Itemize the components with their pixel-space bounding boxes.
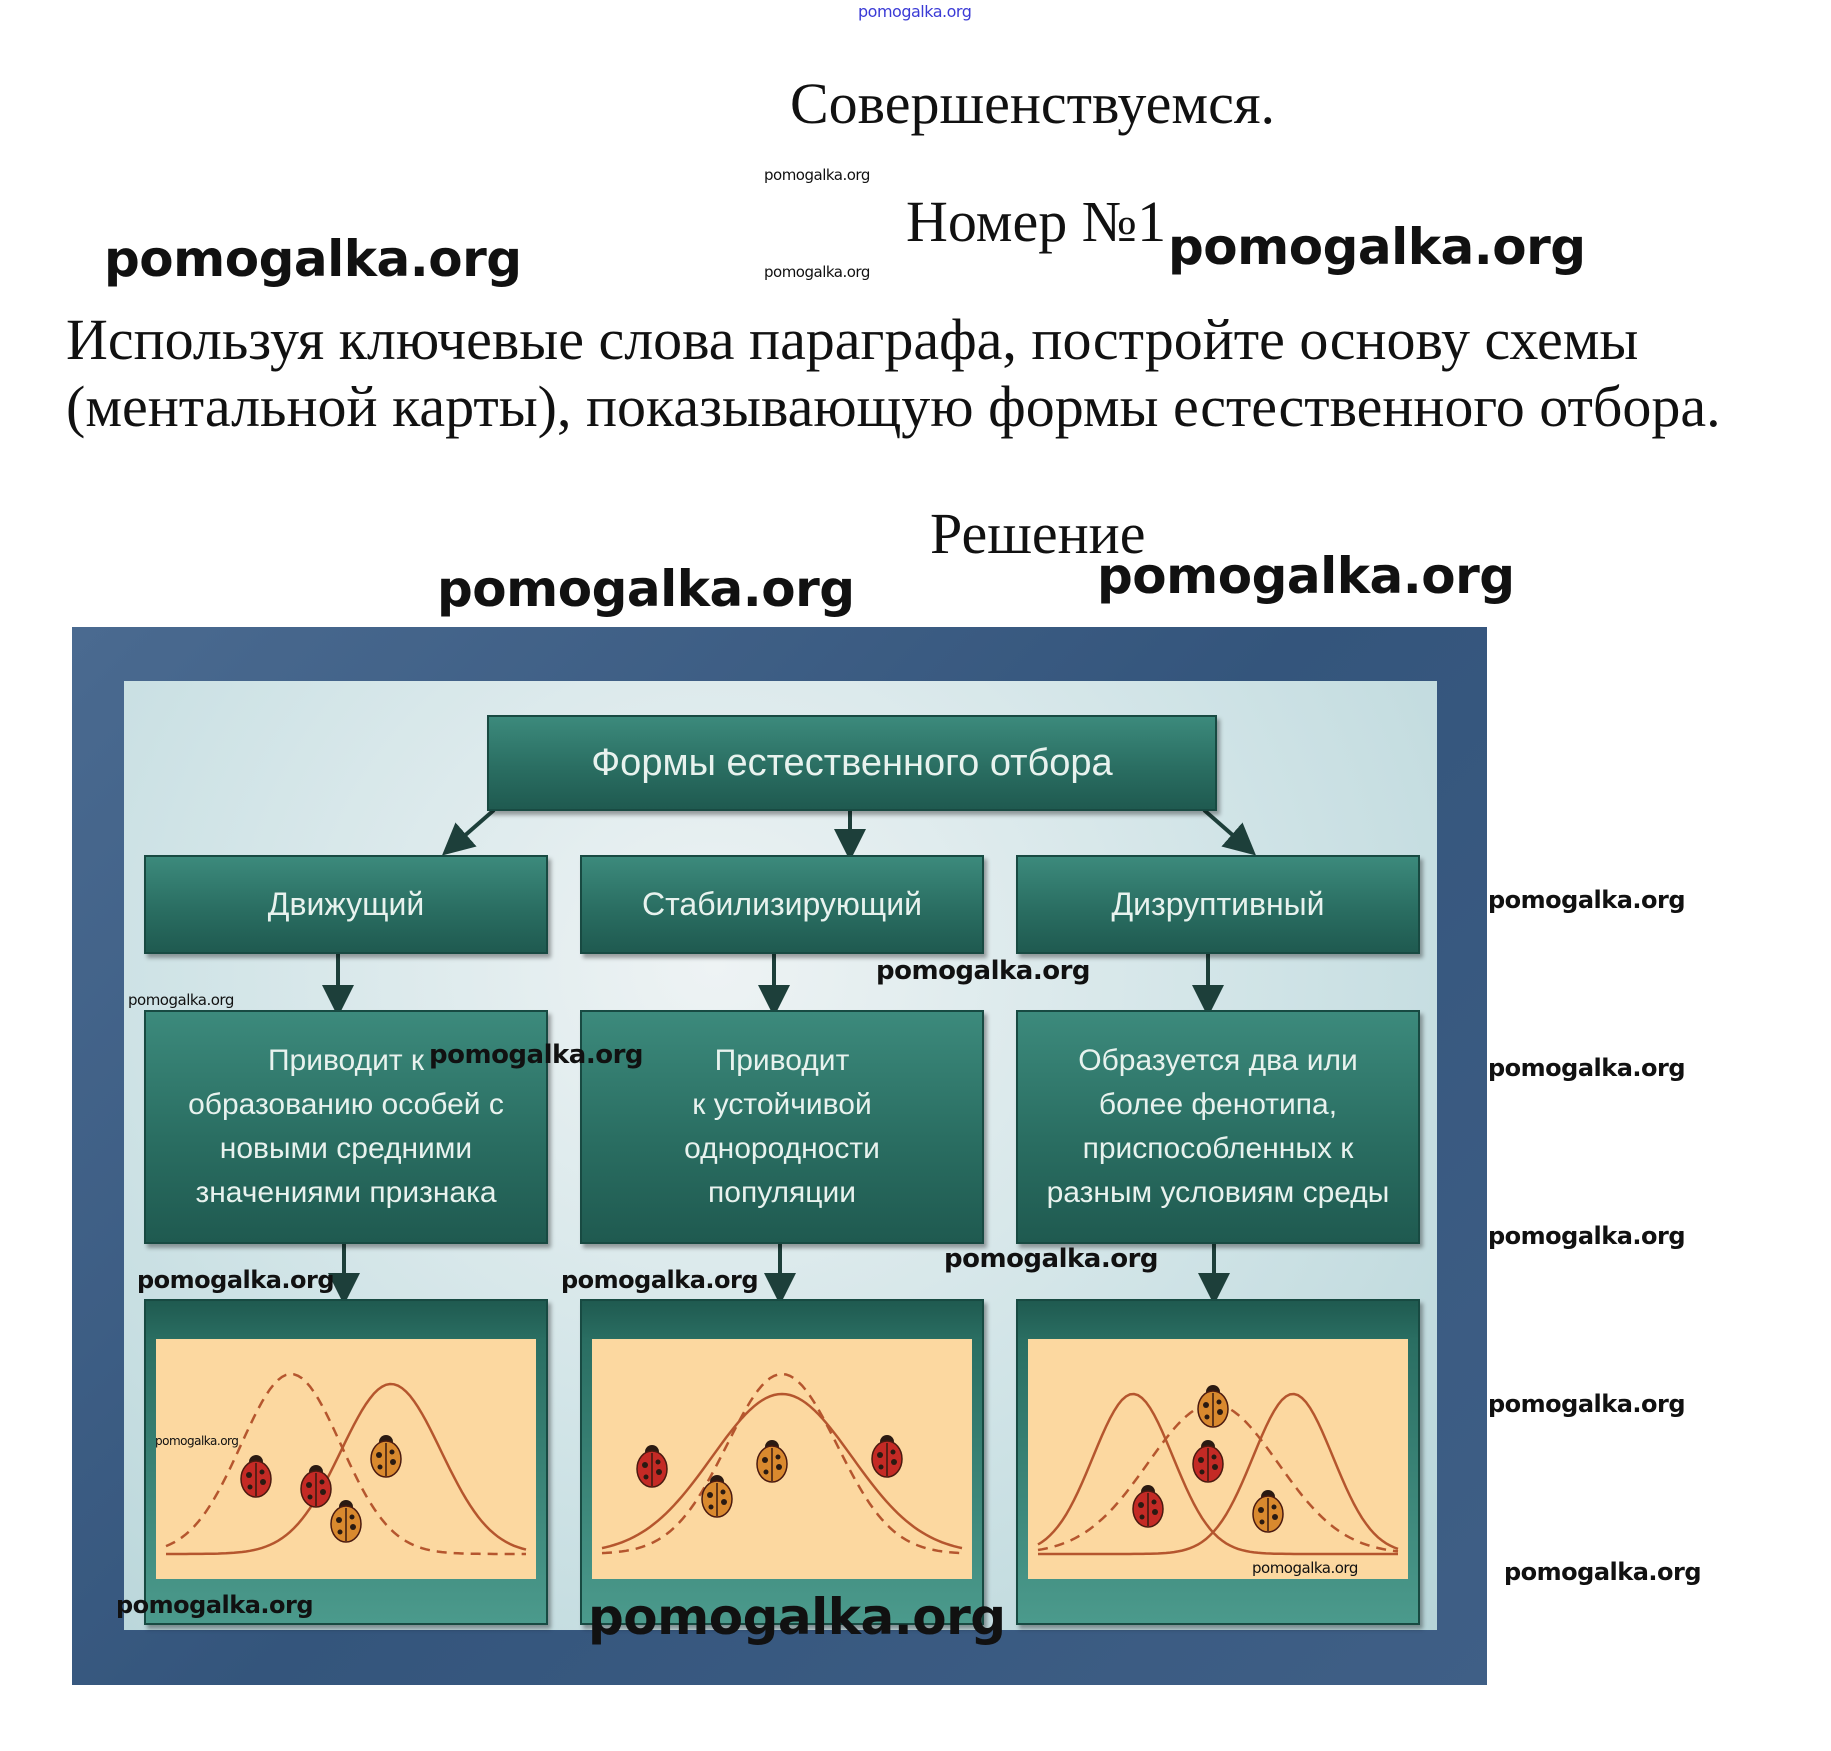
distribution-curves <box>165 1372 527 1556</box>
ladybug-icon <box>871 1435 903 1478</box>
form-stabilizing: Стабилизирующий <box>580 855 984 954</box>
new-distribution-curve <box>166 1382 527 1556</box>
new-distribution-curve <box>601 1392 963 1550</box>
ladybug-icon <box>240 1455 272 1498</box>
watermark: pomogalka.org <box>104 230 522 288</box>
watermark: pomogalka.org <box>1097 547 1515 605</box>
watermark: pomogalka.org <box>128 991 234 1009</box>
watermark: pomogalka.org <box>429 1040 644 1070</box>
arrow-to-moving <box>441 808 496 856</box>
task-text-line2: (ментальной карты), показывающую формы е… <box>66 374 1721 439</box>
ladybug-icon <box>1252 1490 1284 1533</box>
ladybug-icon <box>756 1440 788 1483</box>
watermark: pomogalka.org <box>1504 1558 1702 1586</box>
watermark: pomogalka.org <box>764 166 870 184</box>
section-title: Совершенствуемся. <box>790 71 1276 136</box>
ladybug-icon <box>636 1445 668 1488</box>
watermark: pomogalka.org <box>944 1244 1159 1274</box>
arrow-to-disruptive <box>1202 808 1257 856</box>
watermark: pomogalka.org <box>137 1266 335 1294</box>
watermark: pomogalka.org <box>1488 1054 1686 1082</box>
ladybug-icon <box>330 1500 362 1543</box>
ladybug-icon <box>300 1465 332 1508</box>
graph-stabilizing <box>580 1299 984 1625</box>
connector-arrows <box>322 808 1257 1305</box>
graph-disruptive <box>1016 1299 1420 1625</box>
natural-selection-diagram: Формы естественного отбора Движущий Стаб… <box>72 627 1487 1685</box>
diagram-title: Формы естественного отбора <box>487 715 1217 811</box>
original-distribution-curve <box>165 1372 526 1556</box>
watermark: pomogalka.org <box>155 1434 239 1448</box>
ladybug-icon <box>1197 1385 1229 1428</box>
solution-label: Решение <box>930 501 1146 566</box>
form-moving: Движущий <box>144 855 548 954</box>
watermark: pomogalka.org <box>764 263 870 281</box>
graph-moving <box>144 1299 548 1625</box>
watermark: pomogalka.org <box>588 1588 1006 1646</box>
diagram-panel: Формы естественного отбора Движущий Стаб… <box>124 681 1437 1630</box>
watermark: pomogalka.org <box>1252 1559 1358 1577</box>
original-distribution-curve <box>601 1372 963 1555</box>
new-distribution-curve <box>1038 1392 1399 1556</box>
watermark: pomogalka.org <box>876 956 1091 986</box>
distribution-curves <box>1037 1385 1399 1556</box>
distribution-curves <box>601 1372 963 1555</box>
watermark: pomogalka.org <box>561 1266 759 1294</box>
ladybug-icon <box>370 1435 402 1478</box>
ladybug-icon <box>1192 1440 1224 1483</box>
new-distribution-curve <box>1037 1392 1398 1556</box>
form-disruptive: Дизруптивный <box>1016 855 1420 954</box>
watermark: pomogalka.org <box>1488 886 1686 914</box>
watermark: pomogalka.org <box>116 1591 314 1619</box>
watermark: pomogalka.org <box>437 560 855 618</box>
task-text-line1: Используя ключевые слова параграфа, пост… <box>66 307 1639 372</box>
watermark: pomogalka.org <box>1168 218 1586 276</box>
task-number: Номер №1 <box>906 189 1167 254</box>
ladybug-icon <box>701 1475 733 1518</box>
ladybug-icon <box>1132 1485 1164 1528</box>
watermark: pomogalka.org <box>1488 1222 1686 1250</box>
watermark: pomogalka.org <box>1488 1390 1686 1418</box>
site-watermark-top[interactable]: pomogalka.org <box>858 2 972 21</box>
